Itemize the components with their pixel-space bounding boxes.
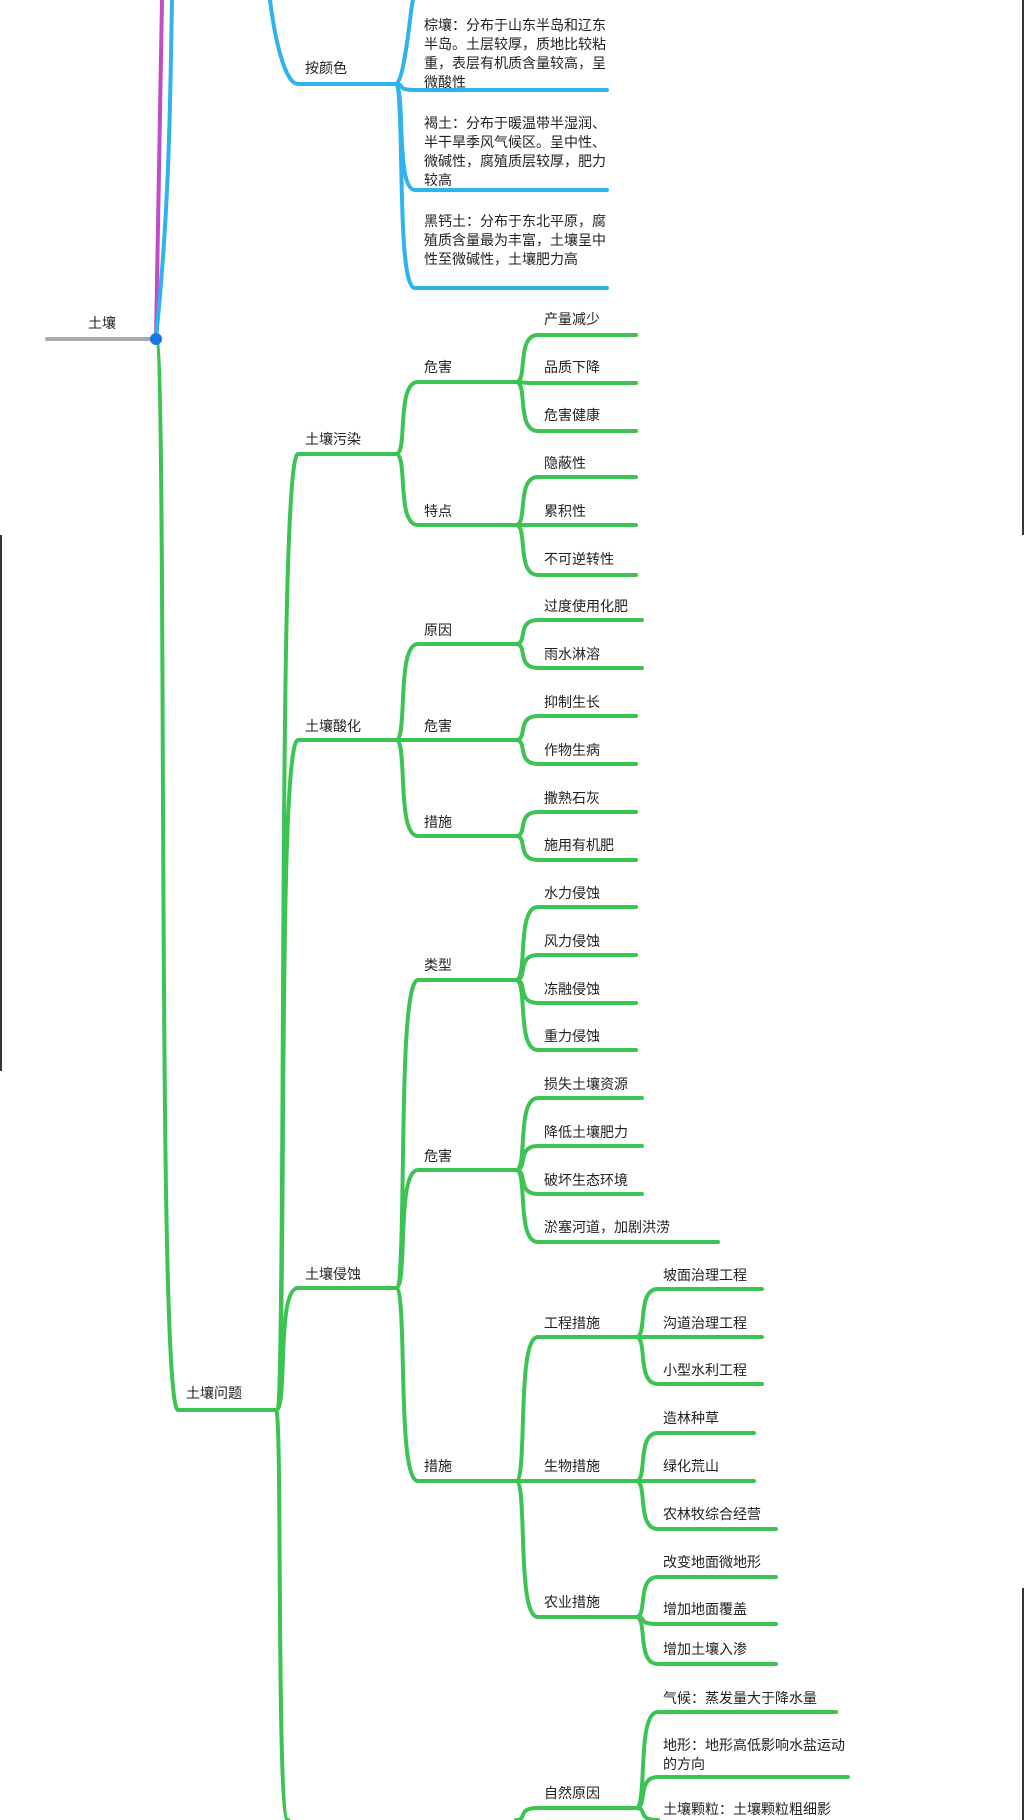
node-natural-causes[interactable]: 自然原因: [544, 1786, 600, 1802]
node-particles[interactable]: 土壤颗粒：土壤颗粒粗细影: [663, 1802, 831, 1818]
node-cumulative[interactable]: 累积性: [544, 504, 586, 520]
node-biological[interactable]: 生物措施: [544, 1459, 600, 1475]
node-lower-fertility[interactable]: 降低土壤肥力: [544, 1125, 628, 1141]
node-gravity-erosion[interactable]: 重力侵蚀: [544, 1029, 600, 1045]
green-eharm-3: [514, 1168, 720, 1244]
green-aharm-0: [514, 714, 638, 742]
blue-by-color: [268, 0, 397, 86]
node-engineering[interactable]: 工程措施: [544, 1316, 600, 1332]
node-small-water[interactable]: 小型水利工程: [663, 1363, 747, 1379]
node-freeze-thaw-erosion[interactable]: 冻融侵蚀: [544, 982, 600, 998]
node-infiltration[interactable]: 增加土壤入渗: [663, 1642, 747, 1658]
green-ameas-0: [514, 810, 638, 838]
node-quality-drop[interactable]: 品质下降: [544, 360, 600, 376]
node-acid-cause[interactable]: 原因: [424, 623, 452, 639]
right-edge-bar-bottom: [1022, 1588, 1024, 1820]
green-pollution-0: [394, 380, 518, 456]
purple-branch: [154, 0, 164, 341]
node-agroforestry[interactable]: 农林牧综合经营: [663, 1507, 761, 1523]
node-slaked-lime[interactable]: 撒熟石灰: [544, 791, 600, 807]
green-emeas-0: [514, 1335, 638, 1483]
green-erosion-2: [394, 1286, 518, 1483]
green-natural: [514, 1806, 638, 1820]
node-yield-drop[interactable]: 产量减少: [544, 312, 600, 328]
blue-trunk: [154, 0, 174, 341]
green-etypes-1: [514, 953, 638, 982]
node-erosion-harm[interactable]: 危害: [424, 1149, 452, 1165]
node-water-erosion[interactable]: 水力侵蚀: [544, 886, 600, 902]
blue-up: [393, 0, 415, 86]
green-particles: [634, 1806, 660, 1820]
node-cinnamon-soil[interactable]: 褐土：分布于暖温带半湿润、半干旱季风气候区。呈中性、微碱性，腐殖质层较厚，肥力较…: [424, 116, 606, 189]
node-acid-measures[interactable]: 措施: [424, 815, 452, 831]
node-chernozem[interactable]: 黑钙土：分布于东北平原，腐殖质含量最为丰富，土壤呈中性至微碱性，土壤肥力高: [424, 214, 606, 268]
node-erosion-measures[interactable]: 措施: [424, 1459, 452, 1475]
green-bio-2: [634, 1479, 778, 1531]
node-by-color[interactable]: 按颜色: [305, 61, 347, 77]
green-l2-2: [274, 1286, 398, 1412]
node-silt-rivers[interactable]: 淤塞河道，加剧洪涝: [544, 1220, 670, 1236]
green-pharm-2: [514, 380, 638, 433]
node-acid-harm[interactable]: 危害: [424, 719, 452, 735]
node-green-hills[interactable]: 绿化荒山: [663, 1459, 719, 1475]
node-lose-soil[interactable]: 损失土壤资源: [544, 1077, 628, 1093]
node-slope-control[interactable]: 坡面治理工程: [663, 1268, 747, 1284]
green-pollution-1: [394, 452, 518, 527]
node-pollution-traits[interactable]: 特点: [424, 504, 452, 520]
node-pollution[interactable]: 土壤污染: [305, 432, 361, 448]
node-micro-terrain[interactable]: 改变地面微地形: [663, 1555, 761, 1571]
node-brown-soil[interactable]: 棕壤：分布于山东半岛和辽东半岛。土层较厚，质地比较粘重，表层有机质含量较高，呈微…: [424, 18, 606, 91]
node-inhibit-growth[interactable]: 抑制生长: [544, 695, 600, 711]
green-ptraits-2: [514, 523, 638, 577]
green-erosion-0: [394, 978, 518, 1290]
green-aharm-1: [514, 738, 638, 766]
green-eharm-1: [514, 1144, 644, 1172]
green-acause-0: [514, 618, 644, 646]
node-agricultural[interactable]: 农业措施: [544, 1595, 600, 1611]
node-damage-ecology[interactable]: 破坏生态环境: [544, 1173, 628, 1189]
node-health-harm[interactable]: 危害健康: [544, 408, 600, 424]
green-l2-1: [274, 738, 398, 1412]
blue-soil-2: [393, 82, 609, 290]
green-etypes-3: [514, 978, 638, 1052]
green-agri-2: [634, 1615, 778, 1666]
node-crop-disease[interactable]: 作物生病: [544, 743, 600, 759]
node-acidification[interactable]: 土壤酸化: [305, 719, 361, 735]
node-hidden[interactable]: 隐蔽性: [544, 456, 586, 472]
green-eng-2: [634, 1335, 764, 1386]
green-erosion-1: [394, 1168, 518, 1290]
right-edge-bar-top: [1022, 0, 1024, 535]
green-emeas-2: [514, 1479, 638, 1619]
node-terrain[interactable]: 地形：地形高低影响水盐运动的方向: [663, 1738, 845, 1773]
root-node-soil[interactable]: 土壤: [88, 316, 116, 332]
green-acause-1: [514, 642, 644, 670]
node-irreversible[interactable]: 不可逆转性: [544, 552, 614, 568]
node-wind-erosion[interactable]: 风力侵蚀: [544, 934, 600, 950]
node-rain-leaching[interactable]: 雨水淋溶: [544, 647, 600, 663]
left-edge-bar: [0, 535, 2, 1071]
node-ground-cover[interactable]: 增加地面覆盖: [663, 1602, 747, 1618]
node-gully-control[interactable]: 沟道治理工程: [663, 1316, 747, 1332]
node-overuse-fertilizer[interactable]: 过度使用化肥: [544, 599, 628, 615]
green-acid-0: [394, 642, 518, 742]
green-pharm-1: [514, 380, 638, 385]
node-erosion[interactable]: 土壤侵蚀: [305, 1267, 361, 1283]
green-acid-2: [394, 738, 518, 838]
node-organic-fertilizer[interactable]: 施用有机肥: [544, 838, 614, 854]
node-soil-problems[interactable]: 土壤问题: [186, 1386, 242, 1402]
green-ameas-1: [514, 834, 638, 862]
node-erosion-types[interactable]: 类型: [424, 958, 452, 974]
node-pollution-harm[interactable]: 危害: [424, 360, 452, 376]
node-climate[interactable]: 气候：蒸发量大于降水量: [663, 1691, 817, 1707]
green-soil-problems: [154, 337, 278, 1412]
root-node-dot[interactable]: [150, 333, 162, 345]
green-l2-next: [274, 1408, 290, 1820]
node-afforest[interactable]: 造林种草: [663, 1411, 719, 1427]
